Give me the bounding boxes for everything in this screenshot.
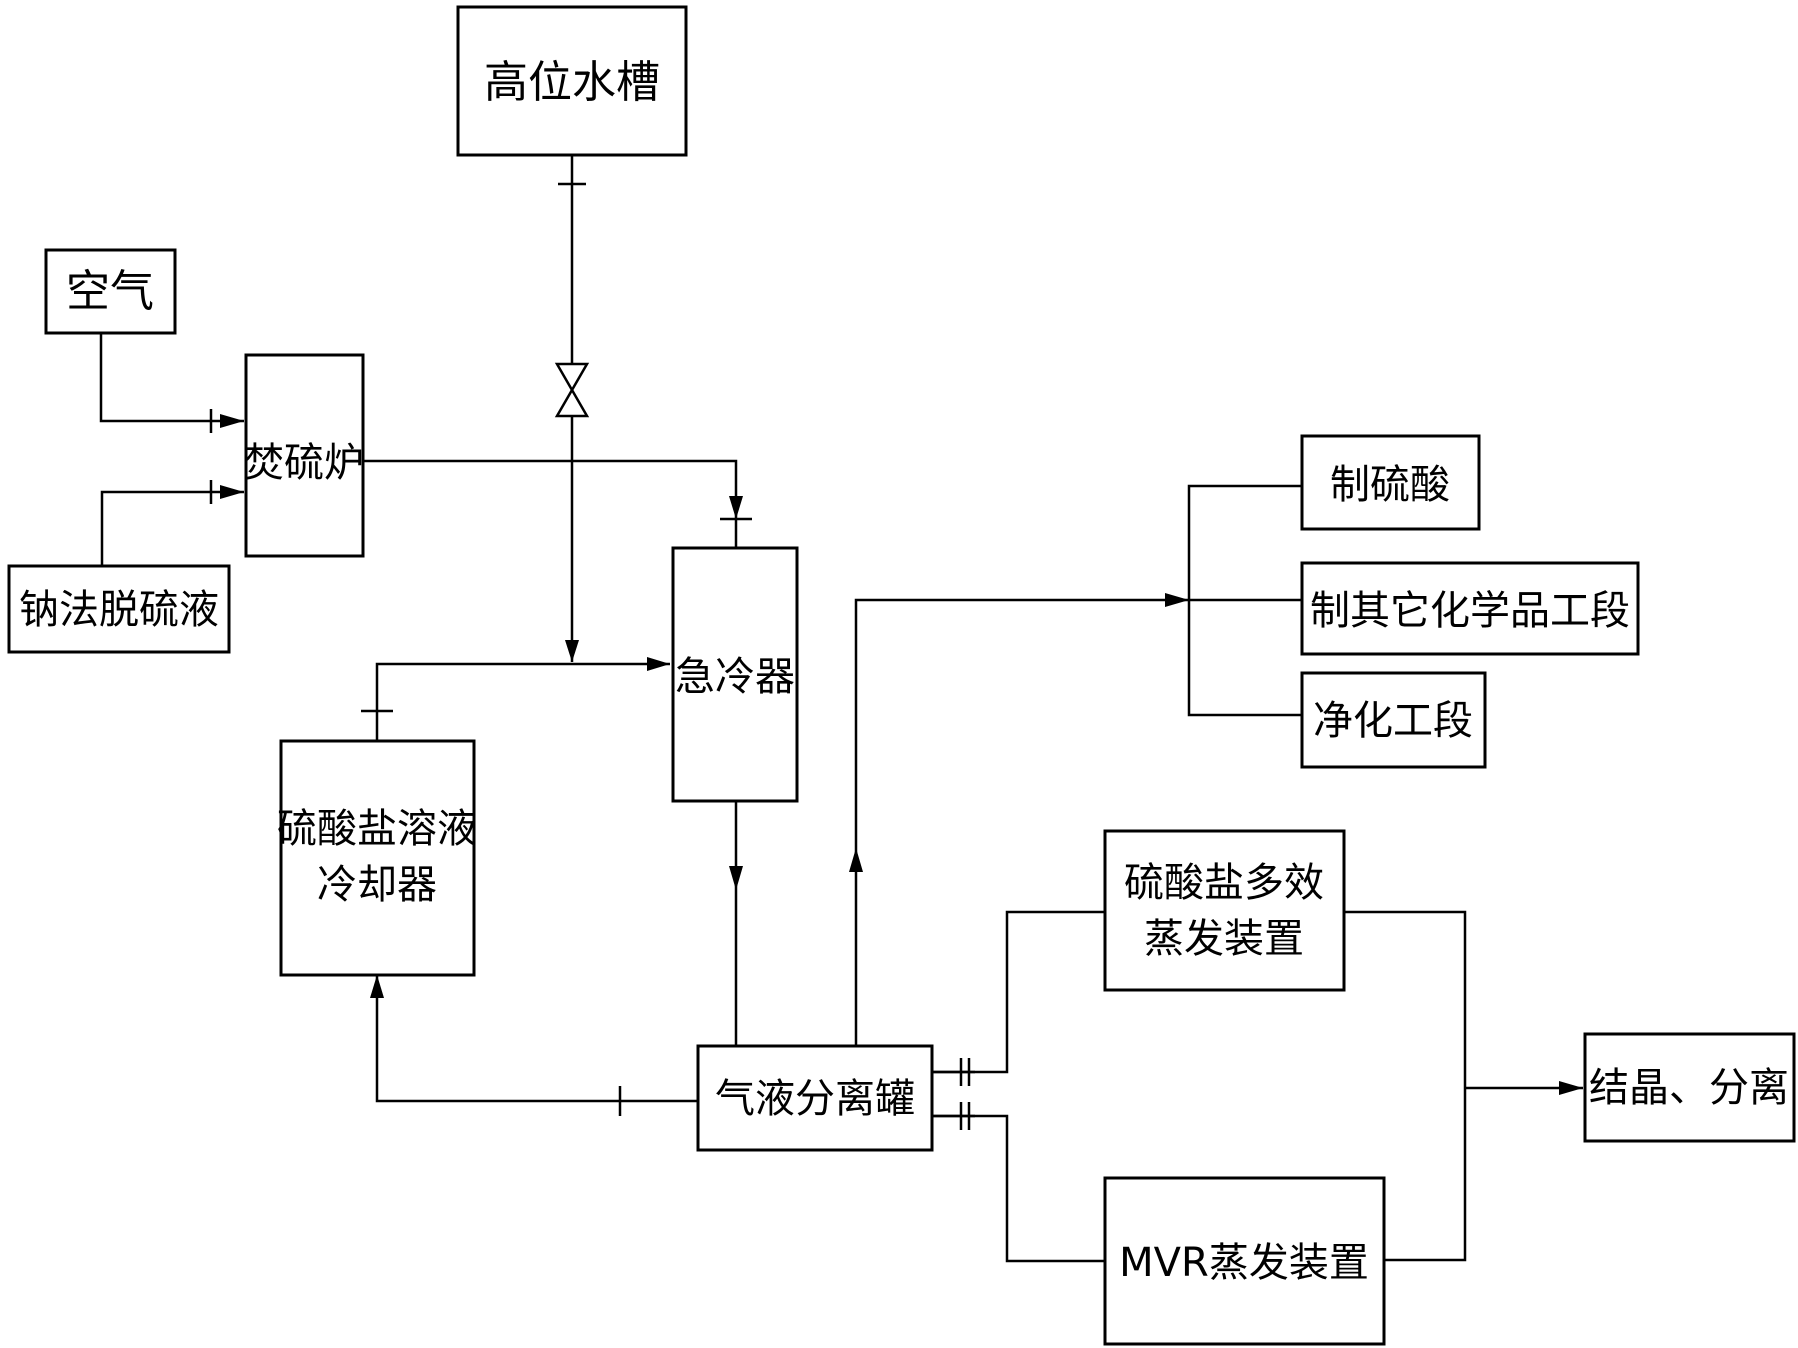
sulfuric-acid-production-label: 制硫酸 [1330, 462, 1450, 508]
arrow-to-separator [729, 866, 743, 890]
flange-separator-upper [959, 1058, 971, 1086]
purification-section-label: 净化工段 [1313, 698, 1473, 744]
gas-liquid-separator-label: 气液分离罐 [715, 1076, 915, 1122]
purification-section: 净化工段 [1300, 671, 1487, 769]
air-source-label: 空气 [66, 266, 154, 317]
high-water-tank-label: 高位水槽 [484, 57, 660, 108]
sulfur-incinerator: 焚硫炉 [244, 353, 365, 558]
other-chemicals-section: 制其它化学品工段 [1300, 561, 1640, 656]
desulfurization-liquid-label: 钠法脱硫液 [19, 587, 219, 633]
sulfate-solution-cooler: 硫酸盐溶液 冷却器 [277, 739, 477, 977]
sulfate-solution-cooler-label-line2: 冷却器 [317, 862, 437, 908]
desulfurization-liquid: 钠法脱硫液 [7, 564, 231, 654]
crystallization-separation-label: 结晶、分离 [1589, 1065, 1789, 1111]
sulfur-incinerator-label: 焚硫炉 [244, 440, 364, 486]
arrow-to-crystallization [1559, 1081, 1583, 1095]
quench-cooler-label: 急冷器 [675, 654, 795, 700]
arrow-water-down [565, 640, 579, 662]
pipe-separator-to-cooler [375, 975, 698, 1103]
arrow-gas-up [849, 848, 863, 872]
pipe-separator-to-multi-effect [932, 910, 1105, 1074]
mvr-evaporator: MVR蒸发装置 [1103, 1176, 1386, 1346]
quench-cooler: 急冷器 [671, 546, 799, 803]
pipe-separator-to-mvr [932, 1114, 1105, 1263]
pipe-multi-effect-out [1344, 910, 1467, 1262]
multi-effect-evaporator-label-line2: 蒸发装置 [1144, 916, 1304, 962]
pipe-incinerator-to-quench [363, 459, 738, 548]
arrow-to-incinerator-liquid [220, 485, 244, 499]
multi-effect-evaporator-label-line1: 硫酸盐多效 [1124, 860, 1324, 906]
pipe-liquid-to-incinerator [100, 490, 244, 566]
arrow-to-cooler [370, 975, 384, 998]
arrow-to-header [1165, 593, 1189, 607]
high-water-tank: 高位水槽 [456, 5, 688, 157]
gas-liquid-separator: 气液分离罐 [696, 1044, 934, 1152]
arrow-to-quench-side [647, 657, 670, 671]
sulfate-solution-cooler-label-line1: 硫酸盐溶液 [277, 806, 477, 852]
sulfuric-acid-production: 制硫酸 [1300, 434, 1481, 531]
pipe-separator-gas-up [854, 598, 1189, 1046]
arrow-to-incinerator-air [220, 414, 244, 428]
flange-separator-lower [959, 1102, 971, 1130]
other-chemicals-section-label: 制其它化学品工段 [1310, 588, 1630, 634]
pipe-air-to-incinerator [99, 333, 244, 423]
pipe-cooler-to-quench [375, 662, 670, 741]
arrow-to-quench-top [729, 496, 743, 519]
crystallization-separation: 结晶、分离 [1583, 1032, 1796, 1143]
mvr-evaporator-label: MVR蒸发装置 [1119, 1240, 1369, 1286]
air-source: 空气 [44, 248, 177, 335]
valve-icon[interactable] [554, 362, 590, 418]
multi-effect-evaporator: 硫酸盐多效 蒸发装置 [1103, 829, 1346, 992]
